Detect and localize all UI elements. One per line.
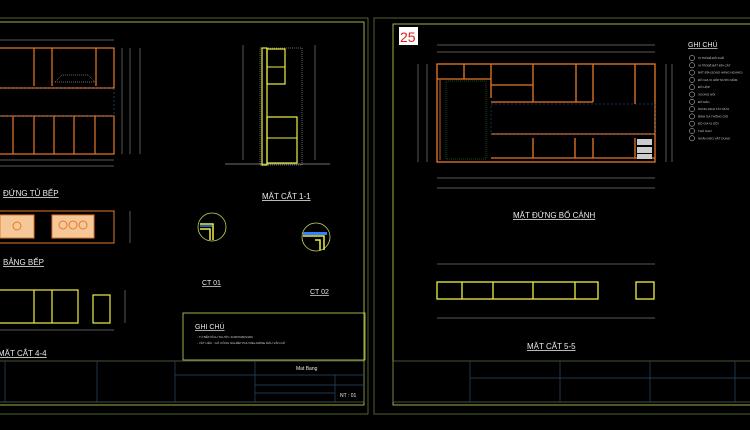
- sheet-outer-border: [373, 17, 750, 415]
- legend-item: BÁT ĐĨA (SONG HÀNG NGANG): [689, 70, 742, 76]
- view-title-ct02: CT 02: [310, 289, 329, 296]
- drawing-name: Mat Bang: [296, 366, 318, 372]
- legend-marker-icon: [689, 120, 695, 127]
- left-sheet: ĐỨNG TỦ BẾP BẢNG BẾP MẶT CẮT 4-4: [0, 17, 369, 415]
- legend-marker-icon: [689, 69, 695, 76]
- legend-item-label: NGĂN KÉO VẬT DỤNG: [698, 135, 731, 140]
- view-title-elevation-detailed: MẶT ĐỨNG BỐ CÁNH: [513, 210, 595, 220]
- sheet-number-badge: [399, 27, 418, 45]
- legend-marker-icon: [689, 106, 695, 112]
- sheet-code: NT : 01: [340, 393, 357, 399]
- legend-marker-icon: [689, 135, 695, 142]
- legend-item: VỊ TRÍ ĐỂ BÁT ĐĨA CẮT: [689, 62, 731, 69]
- view-title-plan: BẢNG BẾP: [3, 257, 44, 267]
- elevation-dimensions: [0, 39, 141, 167]
- legend-item: BÌNH GA THÔNG GIÓ: [689, 113, 729, 120]
- legend-item: DUNG DỊCH TẨY RỬA: [689, 106, 729, 112]
- sheet-number: 25: [400, 29, 416, 45]
- legend-item: ĐỒ GIA VỊ GỠI: [689, 120, 719, 127]
- legend-item: ĐỒ GIA VỊ HỘP NƯỚC MẮM: [689, 77, 738, 83]
- legend-item: ĐỒ HỘP: [689, 84, 710, 91]
- legend-item: NGĂN KÉO VẬT DỤNG: [689, 135, 731, 142]
- note-line: - TỦ BẾP KÍCH THƯỚC 4100X600X2200: [197, 334, 253, 339]
- legend-title: GHI CHÚ: [688, 40, 718, 49]
- legend-item-label: ĐỒ RÁC: [698, 99, 711, 104]
- notes-box: [182, 312, 366, 361]
- legend-marker-icon: [689, 84, 695, 91]
- note-line: - VẬT LIỆU : GỖ CÔNG NGHIỆP PHỦ MELAMINE…: [197, 340, 286, 345]
- legend-item-label: ĐỒ HỘP: [698, 84, 710, 89]
- legend-marker-icon: [689, 77, 695, 83]
- legend-item-label: DUNG DỊCH TẨY RỬA: [698, 106, 729, 111]
- legend-item: THÙ GẠO: [689, 128, 712, 134]
- legend-item-label: ĐỒ GIA VỊ HỘP NƯỚC MẮM: [698, 77, 738, 82]
- countertop-plan: [0, 210, 131, 244]
- legend-list: VỊ TRÍ ĐỂ ĐỒ KHÔ VỊ TRÍ ĐỂ BÁT ĐĨA CẮT BÁT…: [689, 55, 742, 142]
- section-5-5: [436, 263, 655, 319]
- right-sheet: 25 MẶT ĐỨNG BỐ CÁNH: [373, 17, 750, 415]
- detail-ct02: [301, 222, 331, 252]
- view-title-section-5-5: MẶT CẮT 5-5: [527, 342, 576, 351]
- legend-marker-icon: [689, 91, 695, 98]
- legend-marker-icon: [689, 98, 695, 105]
- view-title-section-4-4: MẶT CẮT 4-4: [0, 349, 47, 358]
- detail-ct01: [197, 212, 227, 242]
- cabinet-elevation-detailed: [436, 63, 656, 163]
- legend-item-label: BÌNH GA THÔNG GIÓ: [698, 113, 729, 118]
- legend-marker-icon: [689, 113, 695, 120]
- legend-item-label: THÙ GẠO: [698, 128, 712, 133]
- legend-item: XOONG NỒI: [689, 91, 716, 98]
- view-title-ct01: CT 01: [202, 280, 221, 287]
- sheet-outer-border: [0, 17, 369, 415]
- legend-marker-icon: [689, 62, 695, 69]
- legend-item-label: VỊ TRÍ ĐỂ BÁT ĐĨA CẮT: [698, 62, 731, 67]
- view-title-section-1-1: MẶT CẮT 1-1: [262, 192, 311, 201]
- legend-item: VỊ TRÍ ĐỂ ĐỒ KHÔ: [689, 55, 725, 61]
- legend-marker-icon: [689, 55, 695, 61]
- sheet-inner-border: [0, 21, 365, 406]
- legend-item-label: XOONG NỒI: [698, 92, 716, 97]
- title-block: [392, 360, 750, 403]
- section-1-1: [225, 45, 330, 166]
- view-title-elevation: ĐỨNG TỦ BẾP: [3, 188, 59, 198]
- section-4-4: [0, 289, 126, 331]
- legend-marker-icon: [689, 128, 695, 134]
- sheet-inner-border: [392, 23, 750, 406]
- legend-item-label: BÁT ĐĨA (SONG HÀNG NGANG): [698, 70, 742, 75]
- legend-item: ĐỒ RÁC: [689, 98, 711, 105]
- title-block: [0, 360, 365, 403]
- kitchen-elevation: [0, 47, 115, 155]
- detailed-elevation-dimensions: [417, 44, 673, 189]
- appliance-panels: [637, 139, 652, 159]
- legend-item-label: ĐỒ GIA VỊ GỠI: [698, 121, 719, 126]
- legend-item-label: VỊ TRÍ ĐỂ ĐỒ KHÔ: [698, 55, 725, 60]
- notes-title: GHI CHÚ: [195, 322, 225, 331]
